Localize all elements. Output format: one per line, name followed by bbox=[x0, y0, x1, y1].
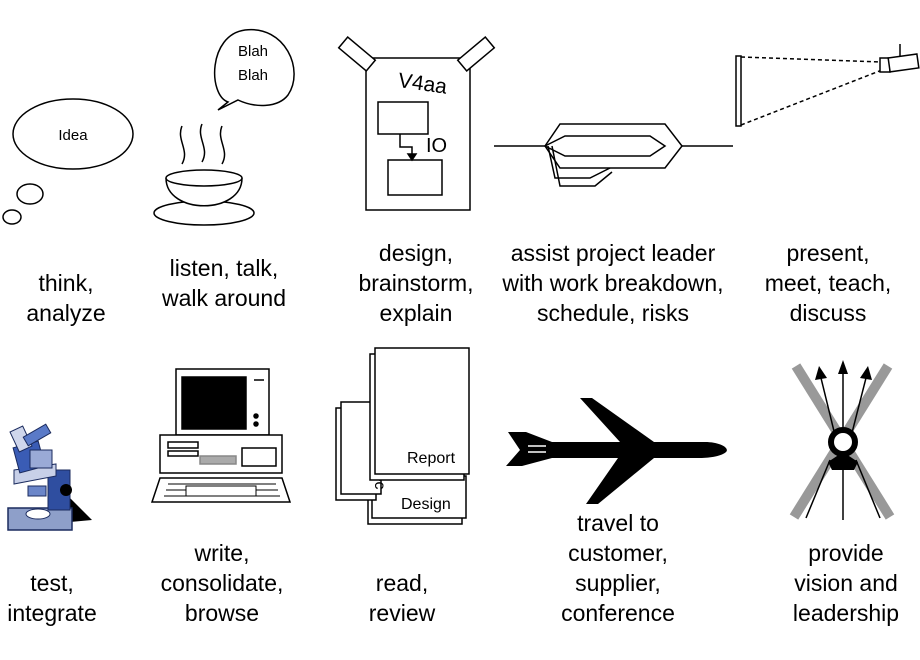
caption-vision: provide vision and leadership bbox=[776, 538, 916, 628]
caption-read: read, review bbox=[350, 568, 454, 628]
caption-line: integrate bbox=[7, 600, 97, 626]
caption-line: design, bbox=[378, 240, 454, 266]
caption-line: read, bbox=[375, 570, 429, 596]
caption-test: test, integrate bbox=[0, 568, 104, 628]
caption-present: present, meet, teach, discuss bbox=[752, 238, 904, 328]
caption-line: travel to bbox=[577, 510, 659, 536]
caption-line: discuss bbox=[789, 300, 867, 326]
caption-line: explain bbox=[379, 300, 453, 326]
whiteboard-io: IO bbox=[426, 135, 447, 157]
speech-bubble-icon: Blah Blah bbox=[213, 29, 295, 111]
caption-line: supplier, bbox=[575, 570, 661, 596]
caption-line: brainstorm, bbox=[358, 270, 474, 296]
thought-bubble-icon: Idea bbox=[2, 98, 134, 225]
caption-line: walk around bbox=[161, 285, 287, 311]
caption-line: schedule, risks bbox=[536, 300, 690, 326]
doc-design-label: Design bbox=[401, 496, 451, 513]
caption-design: design, brainstorm, explain bbox=[348, 238, 484, 328]
blah-text-2: Blah bbox=[238, 67, 268, 84]
caption-line: write, bbox=[194, 540, 250, 566]
whiteboard-icon: V4aa IO bbox=[337, 36, 496, 211]
caption-line: consolidate, bbox=[160, 570, 284, 596]
caption-line: conference bbox=[561, 600, 675, 626]
project-plan-icon bbox=[494, 123, 733, 187]
caption-line: leadership bbox=[792, 600, 900, 626]
caption-line: review bbox=[368, 600, 436, 626]
caption-line: customer, bbox=[568, 540, 668, 566]
caption-line: present, bbox=[786, 240, 870, 266]
coffee-cup-icon bbox=[153, 123, 255, 226]
caption-line: browse bbox=[184, 600, 260, 626]
caption-line: with work breakdown, bbox=[502, 270, 724, 296]
vision-arrows-icon bbox=[789, 360, 895, 520]
caption-write: write, consolidate, browse bbox=[148, 538, 296, 628]
airplane-icon bbox=[506, 398, 727, 504]
projector-icon bbox=[735, 44, 920, 127]
caption-line: provide bbox=[808, 540, 884, 566]
doc-report-label: Report bbox=[407, 450, 456, 467]
blah-text-1: Blah bbox=[238, 43, 268, 60]
caption-travel: travel to customer, supplier, conference bbox=[546, 508, 690, 628]
documents-icon: Design Spec Report bbox=[335, 347, 470, 525]
caption-line: test, bbox=[30, 570, 74, 596]
caption-assist: assist project leader with work breakdow… bbox=[488, 238, 738, 328]
caption-line: listen, talk, bbox=[169, 255, 279, 281]
caption-listen: listen, talk, walk around bbox=[148, 253, 300, 313]
caption-line: assist project leader bbox=[510, 240, 716, 266]
caption-think: think, analyze bbox=[10, 268, 122, 328]
caption-line: think, bbox=[38, 270, 94, 296]
idea-text: Idea bbox=[58, 127, 88, 144]
computer-icon bbox=[150, 368, 292, 503]
caption-line: analyze bbox=[26, 300, 106, 326]
microscope-icon bbox=[7, 423, 92, 531]
caption-line: vision and bbox=[794, 570, 898, 596]
caption-line: meet, teach, bbox=[764, 270, 892, 296]
